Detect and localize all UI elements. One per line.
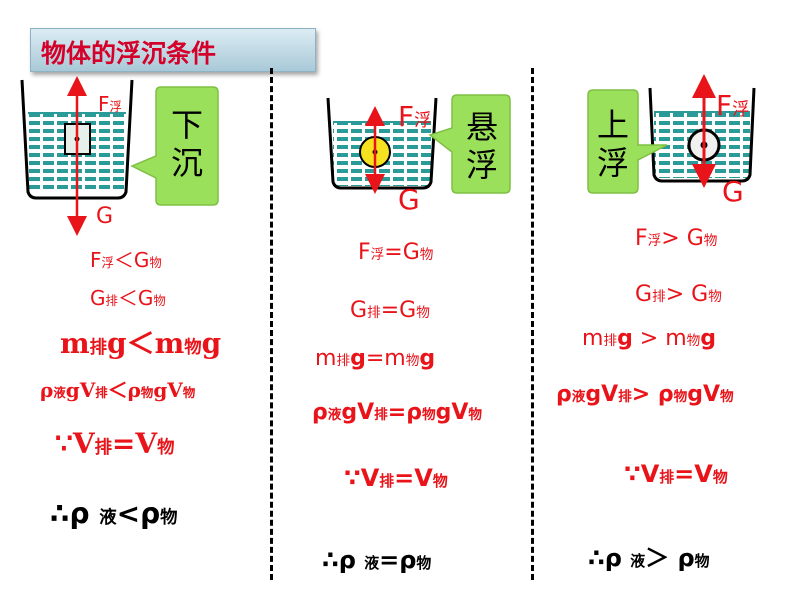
- density-equation-sinking: ρ液gV排＜ρ物gV物: [40, 378, 196, 402]
- density-equation-suspended: ρ液gV排=ρ物gV物: [312, 400, 482, 425]
- gravity-label-floating: G: [722, 175, 744, 208]
- density-conclusion-floating: ∴ρ 液＞ ρ物: [588, 544, 710, 572]
- column-divider-left: [270, 68, 273, 580]
- page-title: 物体的浮沉条件: [41, 39, 217, 68]
- column-divider-right: [531, 68, 534, 580]
- density-conclusion-sinking: ∴ρ 液<ρ物: [50, 497, 178, 530]
- force-relation-suspended: F浮=G物: [358, 240, 434, 265]
- buoyancy-label-sinking: F浮: [98, 92, 122, 116]
- buoyancy-diagrams: [20, 74, 756, 236]
- density-equation-floating: ρ液gV排> ρ物gV物: [556, 382, 734, 407]
- floating-diagram: [587, 74, 756, 194]
- force-relation-sinking: F浮＜G物: [90, 248, 162, 272]
- label-bubble-suspended: [428, 94, 511, 194]
- volume-relation-sinking: ∵V排=V物: [55, 427, 175, 460]
- state-label-floating: 上浮: [596, 106, 629, 183]
- weight-relation-sinking: G排＜G物: [90, 286, 166, 310]
- force-relation-floating: F浮> G物: [635, 226, 718, 251]
- weight-relation-floating: G排> G物: [635, 282, 722, 307]
- label-bubble-floating: [587, 89, 668, 194]
- label-bubble-sinking: [130, 86, 219, 206]
- gravity-label-sinking: G: [96, 204, 114, 229]
- state-label-sinking: 下沉: [170, 106, 203, 183]
- buoyancy-label-floating: F浮: [716, 89, 750, 122]
- suspended-diagram: [326, 94, 511, 194]
- buoyancy-label-suspended: F浮: [398, 100, 432, 133]
- weight-relation-suspended: G排=G物: [350, 298, 430, 323]
- gravity-label-suspended: G: [398, 183, 420, 216]
- density-conclusion-suspended: ∴ρ 液=ρ物: [322, 546, 432, 574]
- sinking-diagram: [20, 76, 219, 236]
- volume-relation-suspended: ∵V排=V物: [344, 464, 448, 492]
- mass-relation-suspended: m排g=m物g: [315, 346, 436, 371]
- state-label-suspended: 悬浮: [465, 108, 498, 185]
- volume-relation-floating: ∵V排=V物: [624, 460, 728, 488]
- mass-relation-floating: m排g > m物g: [582, 326, 717, 351]
- mass-relation-sinking: m排g＜m物g: [60, 327, 222, 360]
- title-banner: 物体的浮沉条件: [30, 28, 316, 72]
